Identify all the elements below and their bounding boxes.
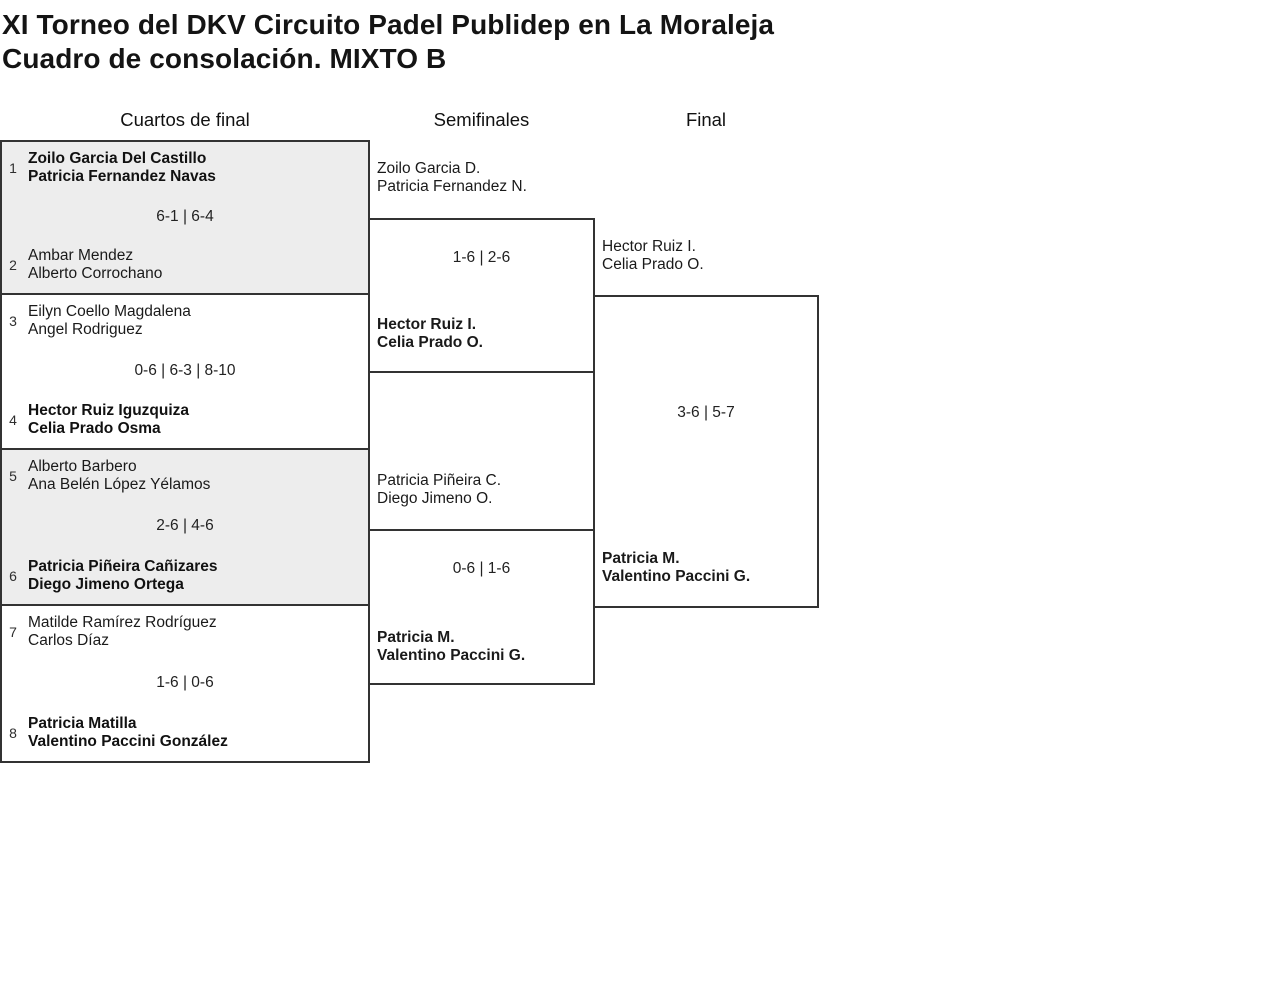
qf-match-1: 1 Zoilo Garcia Del Castillo Patricia Fer… [2,142,368,295]
seed-number: 2 [9,257,17,273]
player-name: Celia Prado O. [602,256,704,273]
team-names: Hector Ruiz Iguzquiza Celia Prado Osma [28,402,189,438]
final-match-score: 3-6 | 5-7 [677,404,735,421]
final-team-a-names: Hector Ruiz I. Celia Prado O. [602,238,704,274]
sf2-match-score: 0-6 | 1-6 [452,560,511,577]
team-row: 3 Eilyn Coello Magdalena Angel Rodriguez [2,303,368,339]
player-name: Patricia M. [602,550,680,567]
page-title-line2: Cuadro de consolación. MIXTO B [2,43,447,74]
player-name: Patricia Matilla [28,715,137,732]
round-header-quarterfinals: Cuartos de final [120,109,250,130]
seed-number: 8 [9,725,17,741]
sf1-team-b-names: Hector Ruiz I. Celia Prado O. [377,316,483,352]
final-match-box [593,295,819,608]
quarterfinals-column: 1 Zoilo Garcia Del Castillo Patricia Fer… [0,140,370,763]
player-name: Angel Rodriguez [28,321,143,338]
round-header-final: Final [685,109,727,130]
final-team-b-names: Patricia M. Valentino Paccini G. [602,550,750,586]
player-name: Valentino Paccini G. [602,568,751,585]
player-name: Valentino Paccini G. [377,647,526,664]
player-name: Celia Prado O. [377,334,483,351]
team-row: 2 Ambar Mendez Alberto Corrochano [2,247,368,283]
sf1-team-a-names: Zoilo Garcia D. Patricia Fernandez N. [377,160,527,196]
qf-match-4: 7 Matilde Ramírez Rodríguez Carlos Díaz … [2,606,368,761]
seed-number: 4 [9,412,17,428]
player-name: Patricia Fernandez Navas [28,168,216,185]
team-names: Matilde Ramírez Rodríguez Carlos Díaz [28,614,217,650]
match-score: 0-6 | 6-3 | 8-10 [134,361,236,379]
team-row: 4 Hector Ruiz Iguzquiza Celia Prado Osma [2,402,368,438]
player-name: Ana Belén López Yélamos [28,476,211,493]
page-title: XI Torneo del DKV Circuito Padel Publide… [2,8,774,76]
seed-number: 1 [9,160,17,176]
player-name: Zoilo Garcia D. [377,160,481,177]
team-names: Patricia Matilla Valentino Paccini Gonzá… [28,715,228,751]
player-name: Diego Jimeno O. [377,490,493,507]
match-score: 2-6 | 4-6 [156,517,214,534]
team-row: 7 Matilde Ramírez Rodríguez Carlos Díaz [2,614,368,650]
seed-number: 6 [9,568,17,584]
player-name: Eilyn Coello Magdalena [28,303,191,320]
player-name: Patricia M. [377,629,455,646]
team-names: Zoilo Garcia Del Castillo Patricia Ferna… [28,150,216,186]
seed-number: 7 [9,624,17,640]
team-row: 8 Patricia Matilla Valentino Paccini Gon… [2,715,368,751]
player-name: Patricia Piñeira C. [377,472,502,489]
team-row: 6 Patricia Piñeira Cañizares Diego Jimen… [2,558,368,594]
team-names: Eilyn Coello Magdalena Angel Rodriguez [28,303,191,339]
team-row: 1 Zoilo Garcia Del Castillo Patricia Fer… [2,150,368,186]
player-name: Hector Ruiz I. [377,316,477,333]
sf1-match-score: 1-6 | 2-6 [452,249,511,266]
seed-number: 5 [9,468,17,484]
page-title-line1: XI Torneo del DKV Circuito Padel Publide… [2,9,775,40]
player-name: Diego Jimeno Ortega [28,576,184,593]
player-name: Carlos Díaz [28,632,109,649]
player-name: Patricia Fernandez N. [377,178,527,195]
player-name: Zoilo Garcia Del Castillo [28,150,207,167]
player-name: Hector Ruiz I. [602,238,696,255]
qf-match-2: 3 Eilyn Coello Magdalena Angel Rodriguez… [2,295,368,450]
player-name: Celia Prado Osma [28,420,161,437]
sf2-team-a-names: Patricia Piñeira C. Diego Jimeno O. [377,472,501,508]
team-names: Patricia Piñeira Cañizares Diego Jimeno … [28,558,218,594]
player-name: Alberto Corrochano [28,265,163,282]
player-name: Matilde Ramírez Rodríguez [28,614,217,631]
player-name: Patricia Piñeira Cañizares [28,558,218,575]
match-score: 1-6 | 0-6 [156,673,214,691]
player-name: Hector Ruiz Iguzquiza [28,402,190,419]
team-names: Ambar Mendez Alberto Corrochano [28,247,162,283]
round-header-semifinals: Semifinales [433,109,530,130]
match-score: 6-1 | 6-4 [156,207,214,225]
qf-match-3: 5 Alberto Barbero Ana Belén López Yélamo… [2,450,368,606]
team-names: Alberto Barbero Ana Belén López Yélamos [28,458,210,494]
player-name: Alberto Barbero [28,458,137,475]
team-row: 5 Alberto Barbero Ana Belén López Yélamo… [2,458,368,494]
seed-number: 3 [9,313,17,329]
player-name: Valentino Paccini González [28,733,228,750]
player-name: Ambar Mendez [28,247,134,264]
sf2-team-b-names: Patricia M. Valentino Paccini G. [377,629,525,665]
